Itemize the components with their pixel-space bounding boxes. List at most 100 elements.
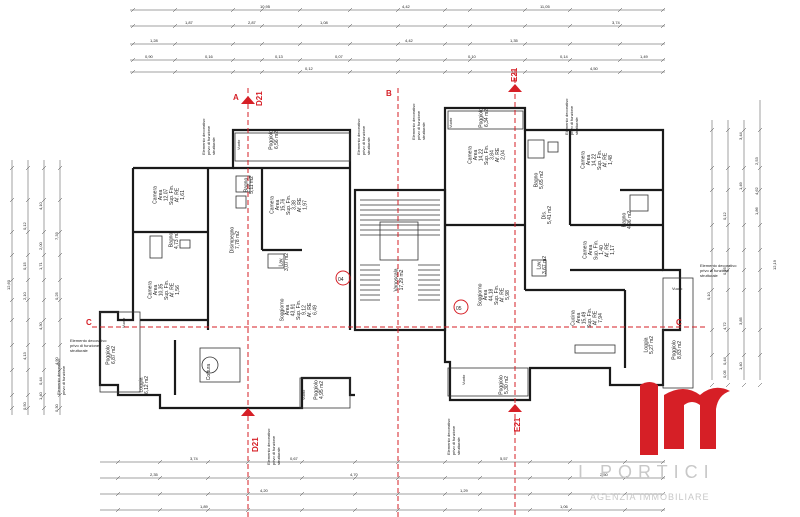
room-label-line: Af. RE xyxy=(169,282,175,297)
dim-label: 1,71 xyxy=(38,261,43,270)
room-label-line: Area xyxy=(483,290,489,301)
svg-text:Vuoto: Vuoto xyxy=(121,317,126,328)
svg-text:strutturale: strutturale xyxy=(211,136,216,155)
dim-label: 1,89 xyxy=(200,504,209,509)
dim-label: 0,14 xyxy=(560,54,569,59)
svg-text:strutturale: strutturale xyxy=(456,436,461,455)
dim-label: 0,13 xyxy=(275,54,284,59)
logo-mark-icon xyxy=(640,382,658,455)
dim-label: 4,42 xyxy=(405,38,414,43)
svg-text:Elemento decorativo: Elemento decorativo xyxy=(201,118,206,155)
top-dimension-chains: 10,95 4,42 11,05 1,87 2,87 1,08 3,74 1,2… xyxy=(130,4,666,75)
dim-label: 1,35 xyxy=(510,38,519,43)
room-label-line: Camera xyxy=(152,186,158,204)
dim-label: 4,13 xyxy=(22,351,27,360)
dim-label: 2,50 xyxy=(600,472,609,477)
room-label-line: 6,34 m2 xyxy=(484,109,490,127)
room-label-line: Area xyxy=(586,155,592,166)
logo-tagline: AGENZIA IMMOBILIARE xyxy=(590,492,710,502)
room-label-line: Area xyxy=(158,190,164,201)
room-label-line: 5,27 m2 xyxy=(649,336,655,354)
svg-text:Elemento decorativo: Elemento decorativo xyxy=(56,358,61,395)
room-label-line: 5,30 m2 xyxy=(504,376,510,394)
room-label-line: 2,04 xyxy=(501,150,507,160)
room-label-line: Sup. Fin. xyxy=(484,145,490,165)
room-label-line: 6,56 m2 xyxy=(274,131,280,149)
dim-label: 0,50 xyxy=(22,401,27,410)
dim-label: 0,67 xyxy=(290,456,299,461)
svg-text:privo di funzione: privo di funzione xyxy=(70,343,100,348)
room-label-line: Area xyxy=(588,245,594,256)
room-label-line: Area xyxy=(275,200,281,211)
fixtures xyxy=(149,139,649,383)
room-label-line: 3,67 m2 xyxy=(542,256,548,274)
room-label-line: 14,22 xyxy=(591,154,597,167)
agency-logo: I PORTICI AGENZIA IMMOBILIARE xyxy=(578,382,730,502)
section-label-d21-top: D21 xyxy=(255,91,264,106)
dim-label: 1,28 xyxy=(150,38,159,43)
room-label-line: Lav. xyxy=(536,260,542,269)
svg-text:Elemento decorativo: Elemento decorativo xyxy=(70,338,107,343)
logo-mark-icon xyxy=(664,387,730,449)
dim-label: 3,74 xyxy=(190,456,199,461)
svg-text:Vuoto: Vuoto xyxy=(672,286,683,291)
dim-label: 0,12 xyxy=(305,66,314,71)
svg-text:privo di funzione: privo di funzione xyxy=(271,435,276,465)
room-label-line: Af. RE xyxy=(174,187,180,202)
svg-text:privo di funzione: privo di funzione xyxy=(700,268,730,273)
room-label-line: Vanoscala xyxy=(393,268,399,291)
dim-label: 0,10 xyxy=(468,54,477,59)
room-label-line: 5,98 xyxy=(505,290,511,300)
dim-label: 0,07 xyxy=(335,54,344,59)
room-label-line: 17,29 m2 xyxy=(399,269,405,290)
room-label-line: Area xyxy=(576,313,582,324)
dim-label: 2,10 xyxy=(22,291,27,300)
room-label-line: 9,12 xyxy=(302,305,308,315)
section-label-e21-bottom: E21 xyxy=(513,417,522,432)
room-label-line: Dis. xyxy=(541,211,547,220)
dim-label: 0,30 xyxy=(54,403,59,412)
section-lines xyxy=(92,70,705,517)
bottom-dimension-chains: 3,74 0,67 5,57 2,35 4,70 2,50 4,20 1,29 … xyxy=(100,456,666,513)
dim-label: 3,85 xyxy=(738,316,743,325)
svg-text:strutturale: strutturale xyxy=(574,116,579,135)
room-label-line: 7,78 m2 xyxy=(235,231,241,249)
room-label-line: Sup. Fin. xyxy=(164,280,170,300)
room-label-line: 4,96 m2 xyxy=(627,211,633,229)
dim-label: 4,10 xyxy=(38,201,43,210)
room-label-line: 7,94 xyxy=(598,313,604,323)
left-dimension-chains: 12,60 7,33 4,10 2,00 0,15 1,71 0,12 2,10… xyxy=(6,160,63,415)
svg-text:Vuoto: Vuoto xyxy=(461,374,466,385)
dim-label: 3,74 xyxy=(612,20,621,25)
room-label-line: Cucina xyxy=(570,310,576,326)
dim-label: 1,29 xyxy=(460,488,469,493)
room-label-line: 1,17 xyxy=(610,245,616,255)
room-label-line: Camera xyxy=(580,151,586,169)
svg-text:privo di funzione: privo di funzione xyxy=(361,125,366,155)
room-label-line: Af. RE xyxy=(604,242,610,257)
dim-label: 0,25 xyxy=(722,266,727,275)
dim-label: 10,95 xyxy=(260,4,271,9)
section-label-d21-bottom: D21 xyxy=(251,437,260,452)
section-arrow-d21-bottom-icon xyxy=(241,408,255,416)
room-label-line: Area xyxy=(473,150,479,161)
section-label-b: B xyxy=(386,89,392,98)
room-label-cottura: Cottura xyxy=(206,364,212,381)
section-arrow-a-icon xyxy=(241,96,255,104)
svg-text:privo di funzione: privo di funzione xyxy=(569,105,574,135)
room-label-line: 5,11 m2 xyxy=(249,176,255,194)
dim-label: 0,90 xyxy=(145,54,154,59)
svg-text:strutturale: strutturale xyxy=(700,273,719,278)
room-label-line: 5,41 m2 xyxy=(547,206,553,224)
room-label-line: 1,40 xyxy=(599,245,605,255)
dim-label: 2,53 xyxy=(754,156,759,165)
room-label-line: 8,83 m2 xyxy=(677,341,683,359)
